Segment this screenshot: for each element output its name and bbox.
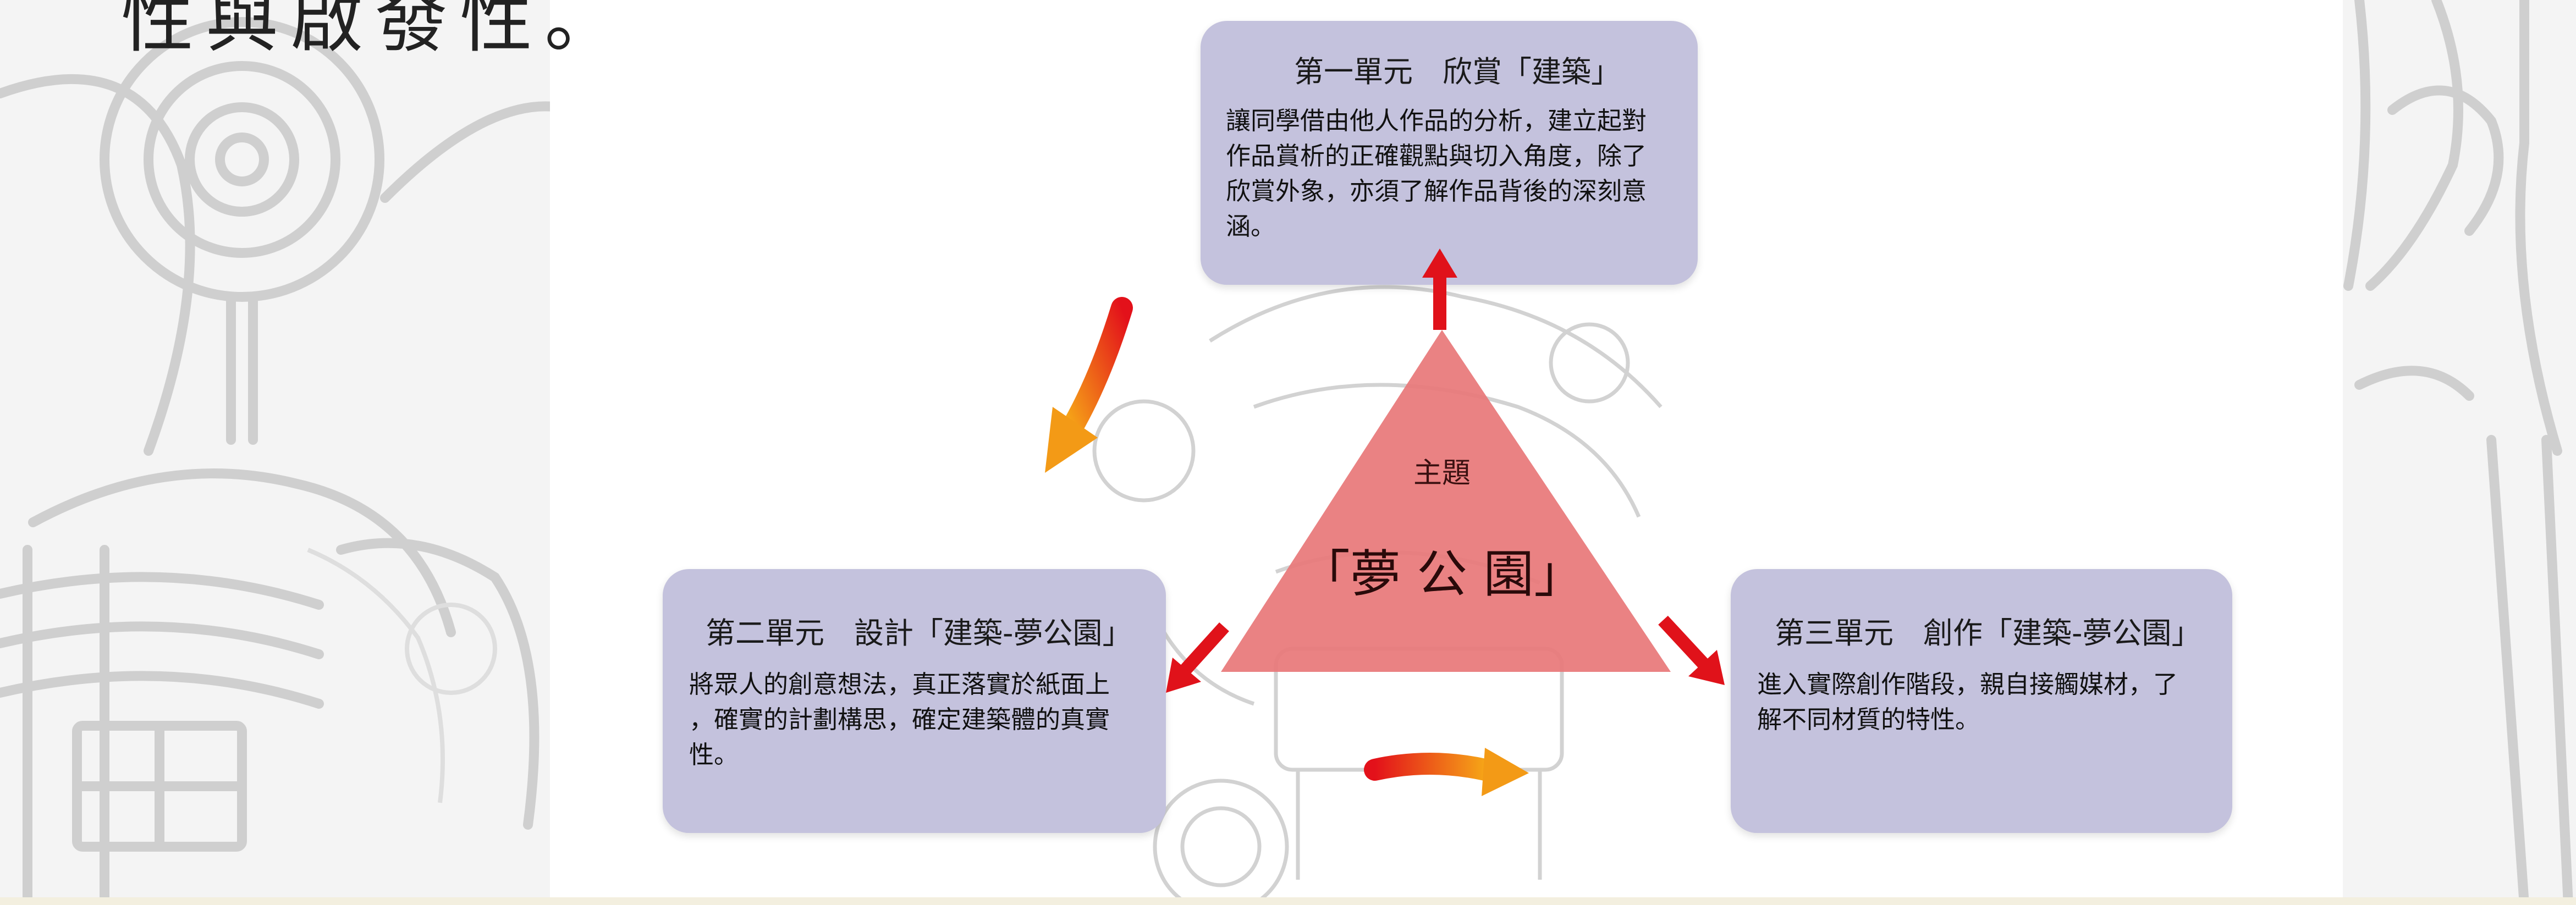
intro-text: 性與啟發性。: [121, 0, 629, 63]
unit-2-box: 第二單元 設計「建築-夢公園」 將眾人的創意想法，真正落實於紙面上 ，確實的計劃…: [663, 569, 1166, 833]
unit-3-line: 進入實際創作階段，親自接觸媒材，了: [1757, 670, 2178, 699]
arrow-to-unit-2: [1166, 622, 1229, 693]
unit-3-box: 第三單元 創作「建築-夢公園」 進入實際創作階段，親自接觸媒材，了 解不同材質的…: [1731, 569, 2232, 833]
unit-3-line: 解不同材質的特性。: [1757, 705, 1980, 734]
unit-1-line: 欣賞外象，亦須了解作品背後的深刻意: [1226, 176, 1647, 206]
theme-triangle: [1221, 330, 1671, 672]
unit-3-description: 進入實際創作階段，親自接觸媒材，了 解不同材質的特性。: [1757, 667, 2178, 737]
unit-1-box: 第一單元 欣賞「建築」 讓同學借由他人作品的分析，建立起對 作品賞析的正確觀點與…: [1201, 21, 1698, 285]
unit-3-title: 第三單元 創作「建築-夢公園」: [1775, 616, 2201, 650]
unit-1-line: 作品賞析的正確觀點與切入角度，除了: [1226, 141, 1647, 170]
left-sketch-illustration: [0, 0, 572, 905]
unit-1-line: 涵。: [1226, 212, 1276, 241]
unit-2-description: 將眾人的創意想法，真正落實於紙面上 ，確實的計劃構思，確定建築體的真實 性。: [689, 667, 1110, 772]
unit-2-line: 將眾人的創意想法，真正落實於紙面上: [689, 670, 1110, 699]
curved-arrow-unit-1-to-unit-2: [1045, 297, 1133, 473]
unit-1-description: 讓同學借由他人作品的分析，建立起對 作品賞析的正確觀點與切入角度，除了 欣賞外象…: [1226, 103, 1647, 244]
unit-1-title: 第一單元 欣賞「建築」: [1294, 54, 1621, 89]
theme-label: 主題: [1413, 457, 1471, 490]
unit-1-line: 讓同學借由他人作品的分析，建立起對: [1226, 106, 1647, 135]
unit-2-line: ，確實的計劃構思，確定建築體的真實: [689, 705, 1110, 734]
arrow-to-unit-1: [1422, 249, 1457, 330]
bottom-bar: [0, 897, 2576, 905]
right-sketch-illustration: [2326, 0, 2576, 905]
unit-2-title: 第二單元 設計「建築-夢公園」: [706, 616, 1132, 650]
arrow-to-unit-3: [1658, 615, 1725, 685]
curved-arrow-unit-2-to-unit-3: [1364, 748, 1529, 796]
unit-2-line: 性。: [689, 740, 739, 769]
theme-title: 「夢 公 園」: [1299, 545, 1585, 604]
